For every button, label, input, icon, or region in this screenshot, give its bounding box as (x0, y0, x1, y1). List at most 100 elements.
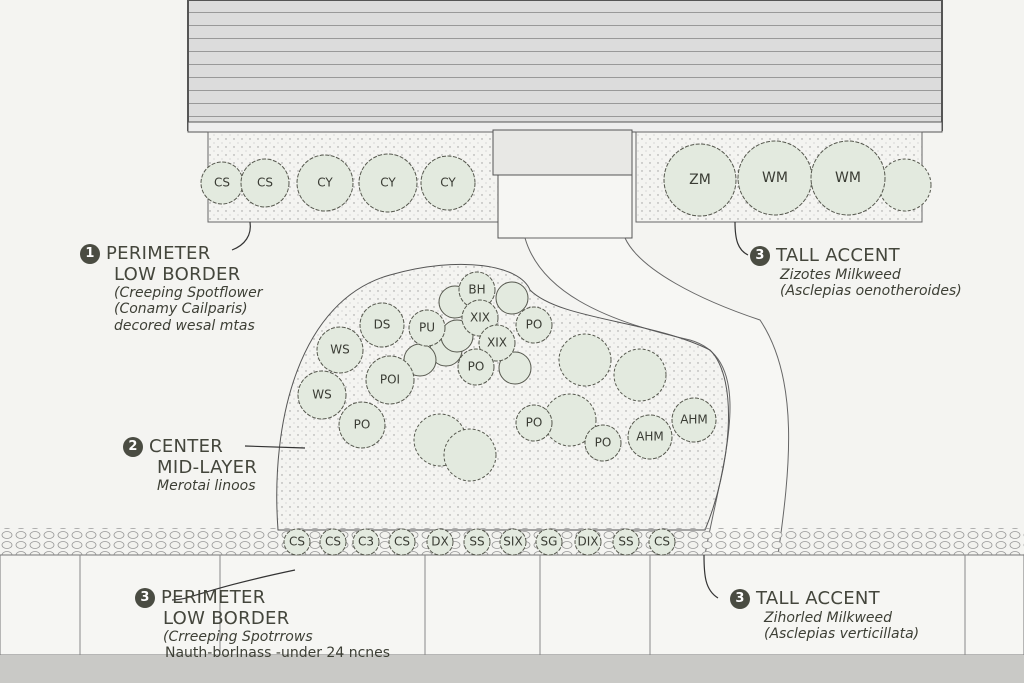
plant-code: BH (468, 283, 485, 297)
plant-symbol (574, 528, 602, 556)
leafy-shrub (443, 428, 497, 482)
plant-symbol (478, 324, 516, 362)
plant-symbol (463, 528, 491, 556)
plant-code: DIX (578, 535, 599, 549)
leafy-shrub (613, 348, 667, 402)
plant-code: PO (354, 418, 371, 432)
label-title: CENTER (149, 436, 224, 457)
plant-code: WS (330, 343, 349, 357)
leafy-shrub (878, 158, 932, 212)
label-sub: Zihorled Milkweed (764, 609, 893, 626)
plant-symbol (296, 154, 354, 212)
badge: 2 (123, 437, 143, 457)
plant-symbol (584, 424, 622, 462)
plant-code: ZM (689, 172, 711, 188)
plant-symbol (515, 306, 553, 344)
plant-code: DX (431, 535, 448, 549)
badge: 1 (80, 244, 100, 264)
badge: 3 (730, 589, 750, 609)
plant-code: CS (214, 176, 230, 190)
plant-circle (495, 281, 529, 315)
plant-symbol (365, 355, 415, 405)
label-perimeter-top: 1 PERIMETER LOW BORDER (Creeping Spotflow… (80, 243, 263, 334)
label-title: PERIMETER (161, 587, 266, 608)
plant-code: AHM (636, 430, 664, 444)
house-roof (187, 0, 943, 131)
plant-symbol (319, 528, 347, 556)
plant-symbol (358, 153, 418, 213)
plant-code: XIX (470, 311, 490, 325)
plant-code: SS (618, 535, 633, 549)
badge: 3 (750, 246, 770, 266)
plant-code: CY (380, 176, 396, 190)
label-sub: Nauth-borlnass -under 24 ncnes (165, 645, 391, 662)
plant-code: WS (312, 388, 331, 402)
plant-symbol (648, 528, 676, 556)
plant-symbol (283, 528, 311, 556)
plant-symbol (388, 528, 416, 556)
label-title: LOW BORDER (114, 263, 241, 285)
plant-symbol (352, 528, 380, 556)
plant-code: SIX (503, 535, 522, 549)
entry-landing (497, 174, 633, 239)
label-sub: (Creeping Spotflower (114, 285, 263, 302)
plant-symbol (316, 326, 364, 374)
label-sub: (Crreeping Spotrrows (163, 629, 313, 646)
plant-code: AHM (680, 413, 708, 427)
plant-code: DS (374, 318, 391, 332)
paver-strip (0, 554, 1024, 656)
plants-layer: CS CS CY CY CY ZM WM WM BH PU XIX PO XIX PO DS WS POI WS P… (200, 140, 932, 556)
leader-lines (171, 221, 749, 601)
label-perimeter-bottom: 3 PERIMETER LOW BORDER (Crreeping Spotrro… (135, 587, 391, 662)
plant-symbol (408, 309, 446, 347)
plant-symbol (420, 155, 476, 211)
label-title: LOW BORDER (163, 607, 290, 629)
plant-code: WM (835, 170, 861, 186)
plant-symbol (535, 528, 563, 556)
label-sub: Zizotes Milkweed (780, 266, 901, 283)
plant-code: CS (325, 535, 341, 549)
plant-code: PO (526, 416, 543, 430)
street-strip (0, 655, 1024, 683)
plant-code: POI (380, 373, 400, 387)
plant-code: CS (394, 535, 410, 549)
plant-symbol (627, 414, 673, 460)
plant-symbol (426, 528, 454, 556)
label-sub: (Conamy Cailparis) (114, 301, 248, 318)
plant-code: PU (419, 321, 435, 335)
plant-code: CY (317, 176, 333, 190)
plant-code: SS (469, 535, 484, 549)
label-center: 2 CENTER MID-LAYER Merotai linoos (123, 436, 258, 495)
plant-code: C3 (358, 535, 374, 549)
label-title: TALL ACCENT (756, 588, 880, 609)
plant-symbol (338, 401, 386, 449)
plant-symbol (810, 140, 886, 216)
label-title: TALL ACCENT (776, 245, 900, 266)
plant-symbol (663, 143, 737, 217)
plant-code: WM (762, 170, 788, 186)
label-sub: decored wesal mtas (114, 317, 255, 334)
plant-code: CS (257, 176, 273, 190)
plant-symbol (515, 404, 553, 442)
plant-code: CY (440, 176, 456, 190)
entry-steps (492, 129, 633, 176)
plant-symbol (612, 528, 640, 556)
paver-joints (79, 555, 966, 655)
label-title: PERIMETER (106, 243, 211, 264)
plant-symbol (457, 348, 495, 386)
plant-code: CS (654, 535, 670, 549)
leafy-shrub (558, 333, 612, 387)
plant-symbol (240, 158, 290, 208)
badge: 3 (135, 588, 155, 608)
plant-code: CS (289, 535, 305, 549)
label-sub: (Asclepias oenotheroides) (780, 282, 962, 299)
plant-circle (498, 351, 532, 385)
label-tall-accent-top: 3 TALL ACCENT Zizotes Milkweed (Asclepias… (750, 245, 962, 299)
label-sub: Merotai linoos (157, 478, 256, 495)
plant-code: XIX (487, 336, 507, 350)
plant-code: PO (595, 436, 612, 450)
plant-symbol (359, 302, 405, 348)
label-title: MID-LAYER (157, 456, 258, 478)
